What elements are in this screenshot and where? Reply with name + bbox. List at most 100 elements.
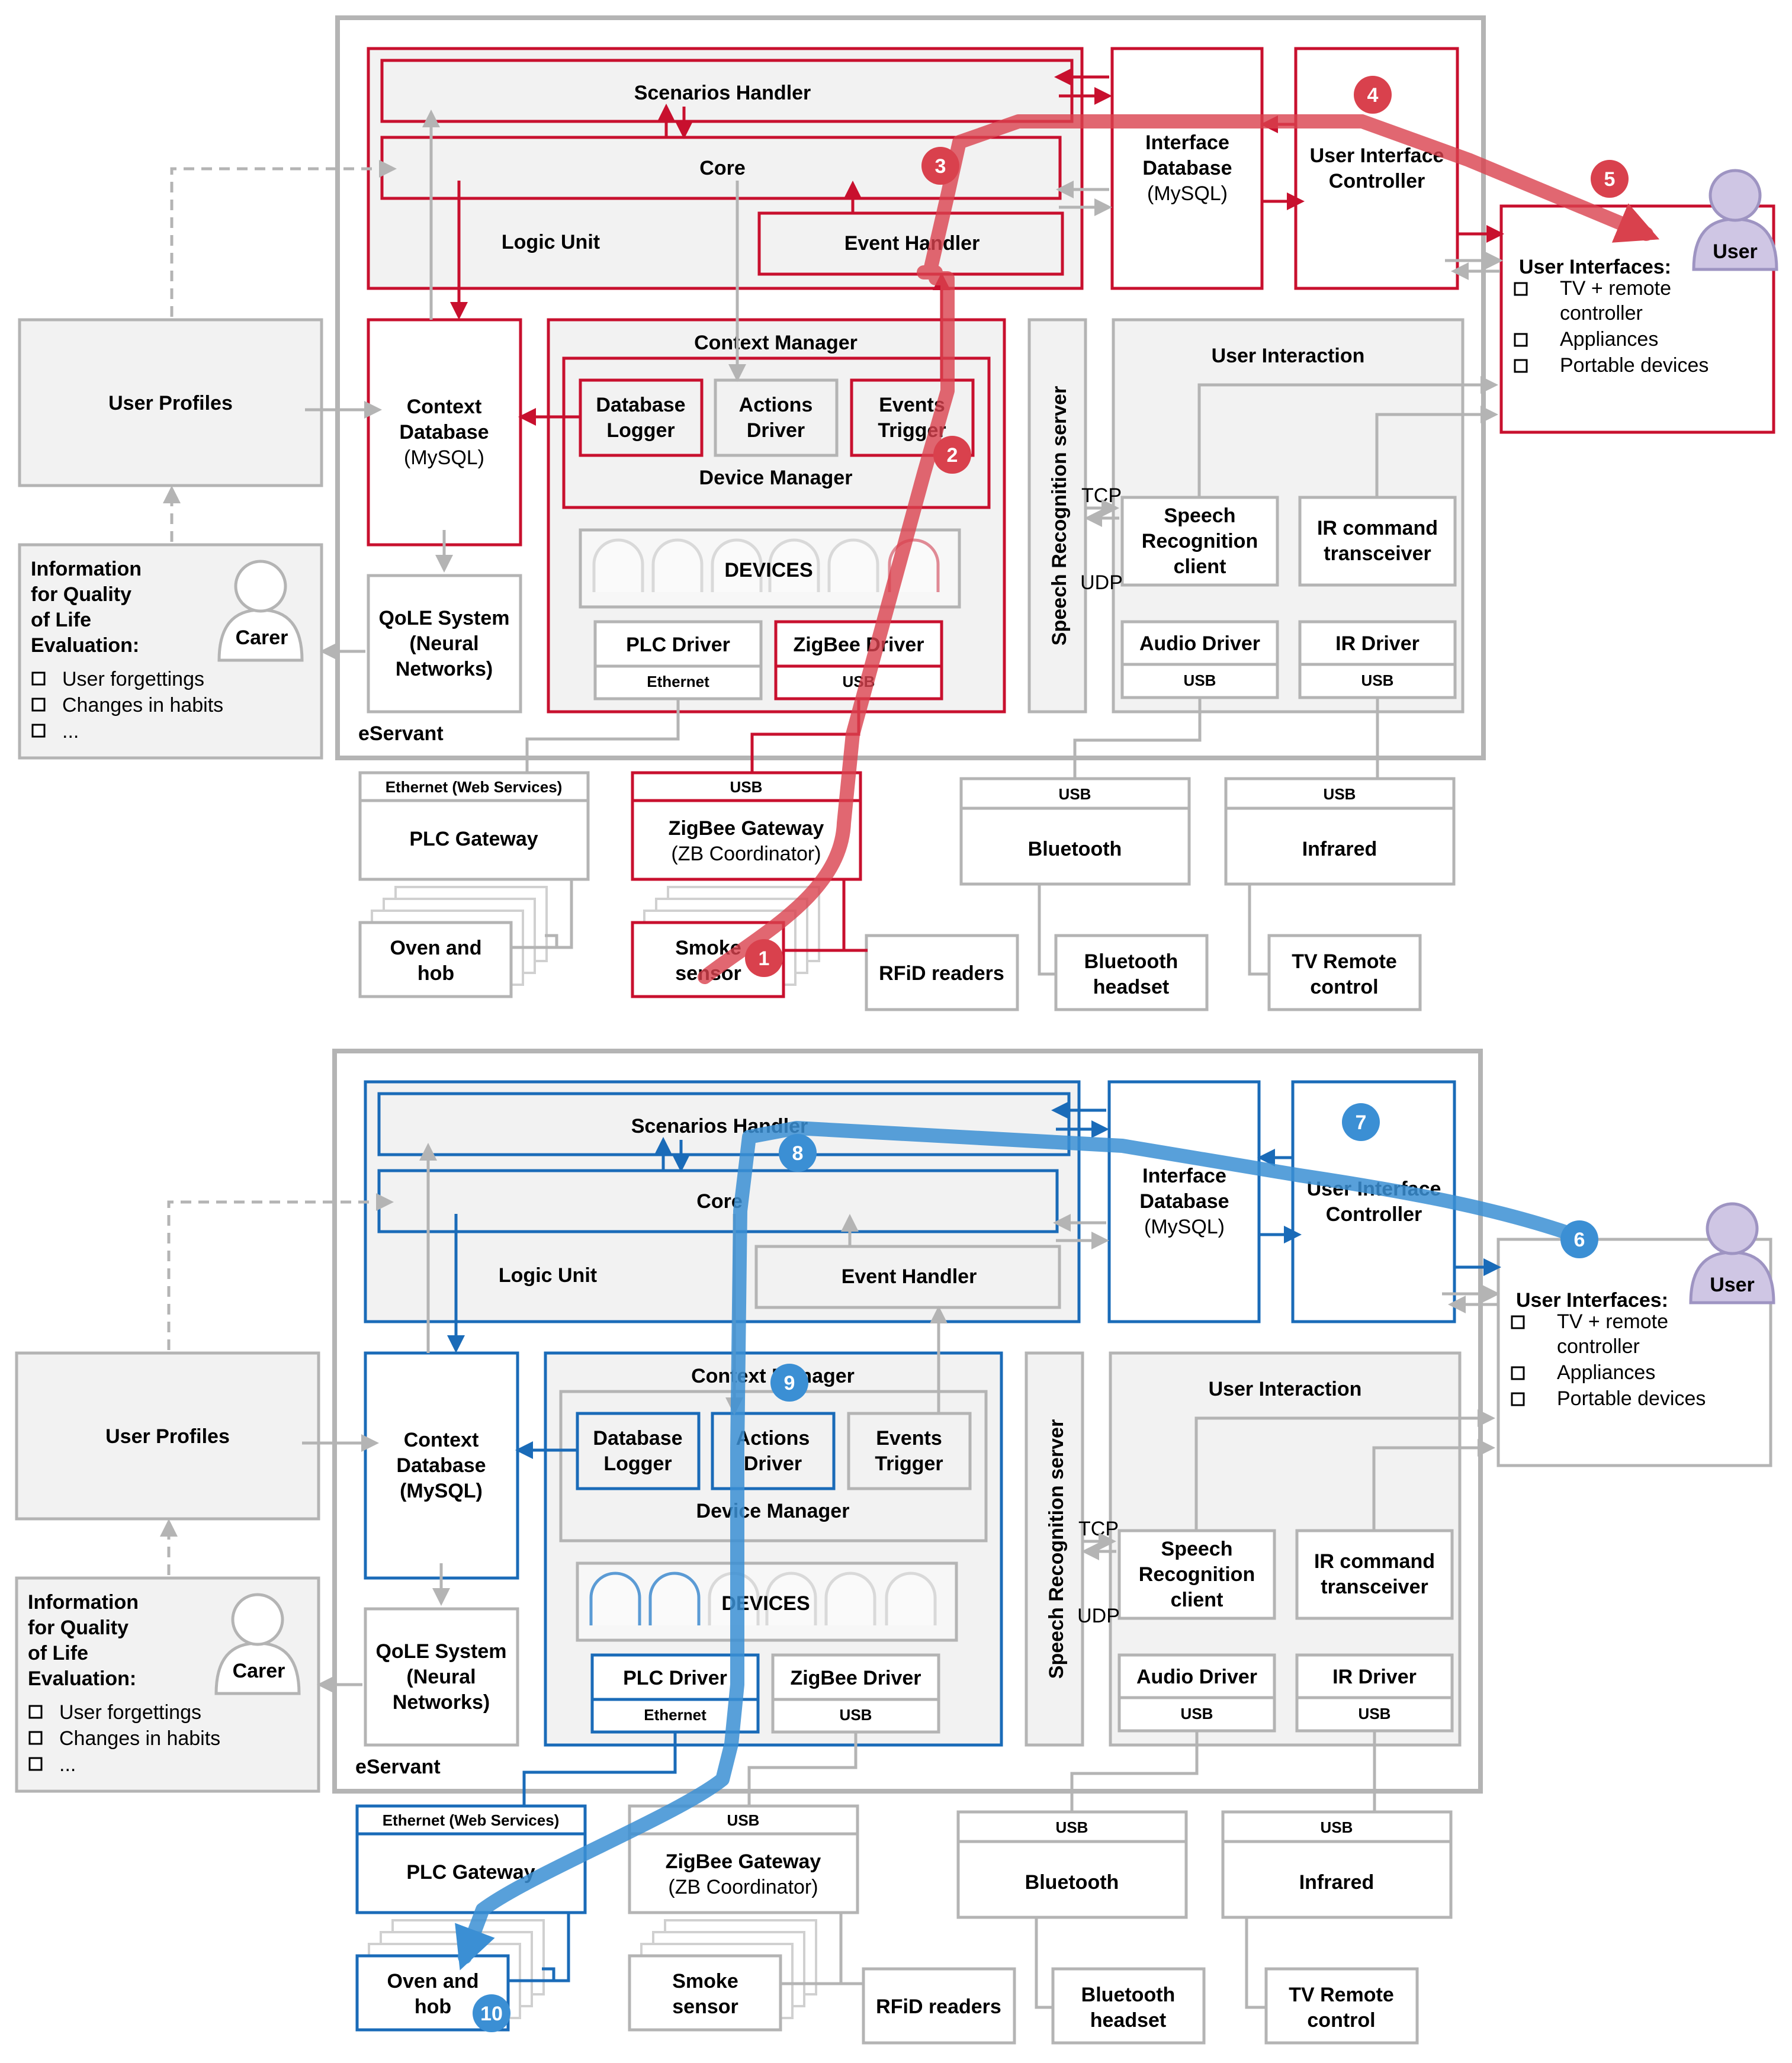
qol-info-item: User forgettings [62,668,204,690]
context-manager-label: Context Manager [694,332,858,354]
plc-driver-label: PLC Driver [623,1667,727,1689]
user-interfaces-item: Portable devices [1560,354,1708,377]
database-logger-label: Database [596,394,685,416]
events-trigger-label: Trigger [875,1453,943,1475]
user-icon [1692,169,1778,271]
device-icon [648,1572,701,1625]
ir-driver-port: USB [1359,1705,1391,1723]
speech-server-label: Speech Recognition server [1048,386,1071,645]
zigbee-gateway-label: (ZB Coordinator) [668,1876,818,1898]
database-logger-box [579,378,704,457]
event-handler-box [754,1245,1061,1309]
checkbox-icon [31,671,46,686]
step-number: 10 [480,2003,503,2025]
scenarios-handler-label: Scenarios Handler [634,82,811,104]
step-number: 2 [947,444,958,467]
zigbee-gateway-port: USB [727,1811,760,1829]
conn [508,1913,570,1982]
database-logger-box [576,1412,701,1490]
audio-driver-label: Audio Driver [1136,1666,1257,1688]
infrared-box [1224,777,1456,886]
user-interfaces-item: controller [1560,302,1643,324]
bt-headset-label: Bluetooth [1081,1984,1176,2006]
conn [542,1967,555,1981]
qol-info-item: ... [59,1753,76,1776]
audio-driver-box [1120,620,1279,699]
ui-controller-label: Controller [1329,170,1425,192]
ir-transceiver-label: transceiver [1324,542,1431,565]
ir-driver-label: IR Driver [1335,632,1420,655]
checkbox-icon [28,1731,43,1745]
udp-label: UDP [1077,1605,1120,1627]
plc-gateway-box [358,771,590,881]
qole-box [367,574,522,714]
device-icon [589,1572,641,1625]
plc-driver-port: Ethernet [644,1706,706,1724]
checkbox-icon [31,724,46,738]
plc-gateway-port: Ethernet (Web Services) [383,1811,560,1829]
conn [1248,885,1270,976]
speech-client-box [1120,496,1279,587]
qole-label: Networks) [396,658,493,680]
carer-label: Carer [236,626,288,649]
flow-path [698,114,1660,984]
ir-driver-box [1298,620,1457,699]
devices-label: DEVICES [724,559,812,581]
zigbee-driver-box [771,1653,940,1734]
qole-label: QoLE System [375,1640,506,1663]
ir-transceiver-label: IR command [1317,517,1438,539]
qol-info-item: Changes in habits [62,694,223,716]
user-interfaces-title: User Interfaces: [1519,256,1671,278]
events-trigger-box [847,1412,972,1490]
zigbee-driver-label: ZigBee Driver [790,1667,921,1689]
context-database-box [364,1351,519,1580]
conn [1245,1919,1267,2009]
interface-database-label: (MySQL) [1147,182,1228,205]
bt-headset-box [1051,1967,1206,2045]
interface-database-box [1107,1080,1261,1323]
tv-remote-box [1264,1967,1419,2045]
smoke-label: Smoke [672,1970,738,1993]
bluetooth-label: Bluetooth [1025,1871,1119,1894]
step-number: 9 [784,1372,795,1394]
zigbee-driver-port: USB [840,1706,872,1724]
qol-info-title: Information [31,558,142,580]
actions-driver-label: Actions [739,394,813,416]
bluetooth-port: USB [1056,1818,1088,1836]
ir-driver-label: IR Driver [1332,1666,1417,1688]
oven-label: Oven and [390,937,482,959]
step-badge-10: 10 [473,1994,510,2032]
database-logger-label: Database [593,1427,682,1450]
interface-database-label: (MySQL) [1144,1216,1225,1238]
event-handler-label: Event Handler [842,1265,977,1288]
user-profiles-label: User Profiles [105,1425,230,1448]
zigbee-gateway-box [631,771,862,881]
conn [1070,1732,1199,1812]
conn [1035,1919,1054,2009]
rfid-box [862,1967,1016,2045]
interface-database-label: Database [1139,1190,1229,1213]
step-number: 5 [1604,168,1616,191]
checkbox-icon [28,1757,43,1771]
step-badge-6: 6 [1560,1220,1598,1258]
qol-info-title: Evaluation: [31,634,139,657]
plc-driver-box [593,620,763,700]
ir-transceiver-box [1295,1529,1454,1620]
step-number: 1 [759,947,770,970]
events-trigger-label: Events [876,1427,942,1450]
qol-info-title: of Life [28,1642,88,1664]
flow-path [455,1121,1588,1971]
device-icon [827,538,879,592]
audio-driver-port: USB [1184,671,1216,689]
conn [1375,406,1498,496]
rfid-label: RFiD readers [876,1995,1001,2018]
bluetooth-label: Bluetooth [1028,838,1122,860]
tcp-label: TCP [1078,1518,1119,1540]
checkbox-icon [1514,333,1528,347]
carer-icon [214,1593,301,1695]
checkbox-icon [1511,1315,1525,1329]
tcp-label: TCP [1081,484,1122,507]
core-label: Core [699,157,745,179]
audio-driver-port: USB [1181,1705,1213,1723]
